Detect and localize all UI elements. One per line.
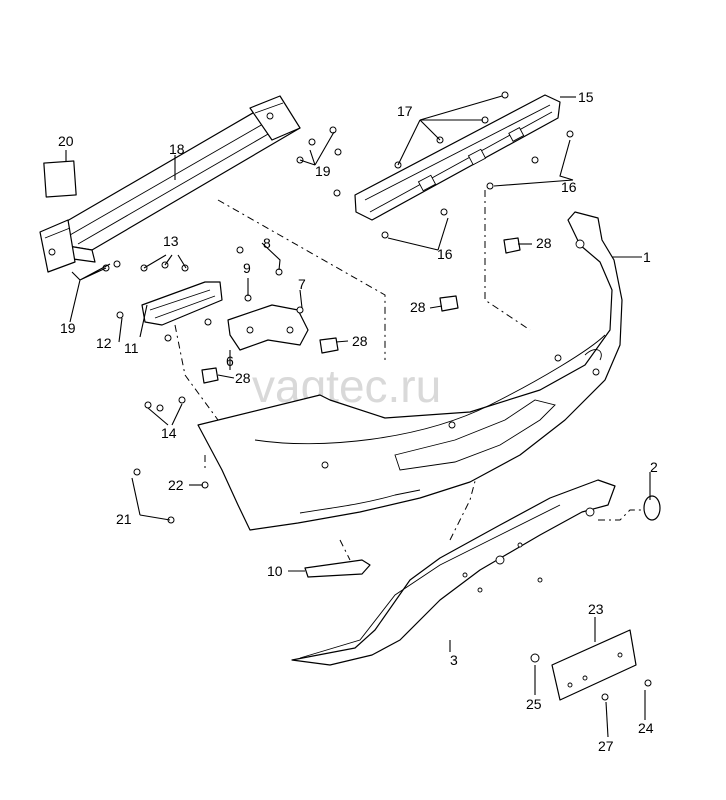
callout-28c: 28: [352, 333, 368, 349]
callout-21: 21: [116, 511, 132, 527]
callout-28a: 28: [536, 235, 552, 251]
side-guide-right: [227, 304, 309, 351]
upper-bracket: [354, 94, 561, 221]
watermark: vagtec.ru: [252, 360, 441, 412]
callout-numbers: 1 2 3 6 7 8 9 10 11 12 13 14 15 16 16 17…: [58, 89, 658, 754]
reinforcement-beam: [39, 95, 301, 273]
callout-1: 1: [643, 249, 651, 265]
callout-15: 15: [578, 89, 594, 105]
callout-18: 18: [169, 141, 185, 157]
callout-12: 12: [96, 335, 112, 351]
callout-10: 10: [267, 563, 283, 579]
lower-trim: [291, 479, 616, 666]
callout-13: 13: [163, 233, 179, 249]
callout-28d: 28: [235, 370, 251, 386]
towing-eye-cap: [643, 495, 661, 521]
side-guide-left: [141, 281, 223, 326]
callout-17: 17: [397, 103, 413, 119]
callout-3: 3: [450, 652, 458, 668]
bumper-cover: [197, 211, 623, 531]
clips: [201, 237, 521, 384]
callout-22: 22: [168, 477, 184, 493]
callout-14: 14: [161, 425, 177, 441]
label-sticker: [43, 160, 77, 198]
callout-2: 2: [650, 459, 658, 475]
callout-11: 11: [124, 340, 139, 356]
callout-16b: 16: [437, 246, 453, 262]
callout-24: 24: [638, 720, 654, 736]
callout-16a: 16: [561, 179, 577, 195]
bolts: [102, 91, 652, 701]
callout-25: 25: [526, 696, 542, 712]
callout-23: 23: [588, 601, 604, 617]
callout-20: 20: [58, 133, 74, 149]
callout-27: 27: [598, 738, 614, 754]
callout-6: 6: [226, 353, 234, 369]
reflector: [304, 559, 371, 578]
licence-plate-bracket: [551, 629, 637, 701]
callout-19b: 19: [60, 320, 76, 336]
leader-lines: [65, 95, 651, 738]
callout-9: 9: [243, 260, 251, 276]
callout-7: 7: [298, 276, 306, 292]
callout-8: 8: [263, 235, 271, 251]
callout-19a: 19: [315, 163, 331, 179]
callout-28b: 28: [410, 299, 426, 315]
